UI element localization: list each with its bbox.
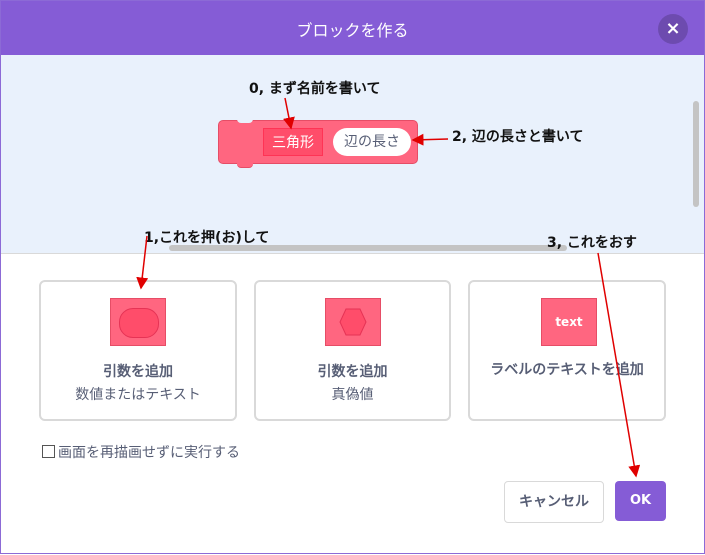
oval-input-icon xyxy=(110,298,166,346)
option-title: ラベルのテキストを追加 xyxy=(490,362,644,378)
horizontal-scrollbar[interactable] xyxy=(169,245,567,251)
add-boolean-input-button[interactable]: 引数を追加 真偽値 xyxy=(254,280,451,421)
annotation-step2: 2, 辺の長さと書いて xyxy=(452,129,584,145)
run-without-refresh-checkbox[interactable] xyxy=(42,445,55,458)
block-notch-top xyxy=(237,117,253,123)
dialog-title: ブロックを作る xyxy=(296,21,409,40)
option-title: 引数を追加 xyxy=(103,364,173,380)
block-notch-bottom xyxy=(237,161,253,168)
add-number-text-input-button[interactable]: 引数を追加 数値またはテキスト xyxy=(39,280,237,421)
run-without-refresh-option[interactable]: 画面を再描画せずに実行する xyxy=(42,442,240,462)
hexagon-boolean-icon xyxy=(325,298,381,346)
annotation-step3: 3, これをおす xyxy=(547,235,637,251)
annotation-step0: 0, まず名前を書いて xyxy=(249,81,381,97)
checkbox-label: 画面を再描画せずに実行する xyxy=(58,445,240,461)
close-icon[interactable]: × xyxy=(658,14,688,44)
annotation-step1: 1,これを押(お)して xyxy=(144,230,270,246)
text-label-icon: text xyxy=(541,298,597,346)
option-subtitle: 真偽値 xyxy=(331,387,374,403)
option-subtitle: 数値またはテキスト xyxy=(75,387,201,403)
vertical-scrollbar[interactable] xyxy=(693,101,699,207)
add-label-text-button[interactable]: text ラベルのテキストを追加 xyxy=(468,280,666,421)
block-name-field[interactable]: 三角形 xyxy=(263,128,323,156)
block-argument-input[interactable]: 辺の長さ xyxy=(333,128,411,156)
cancel-button[interactable]: キャンセル xyxy=(504,481,604,523)
ok-button[interactable]: OK xyxy=(615,481,666,521)
option-title: 引数を追加 xyxy=(317,364,388,380)
dialog-header: ブロックを作る × xyxy=(1,1,704,55)
